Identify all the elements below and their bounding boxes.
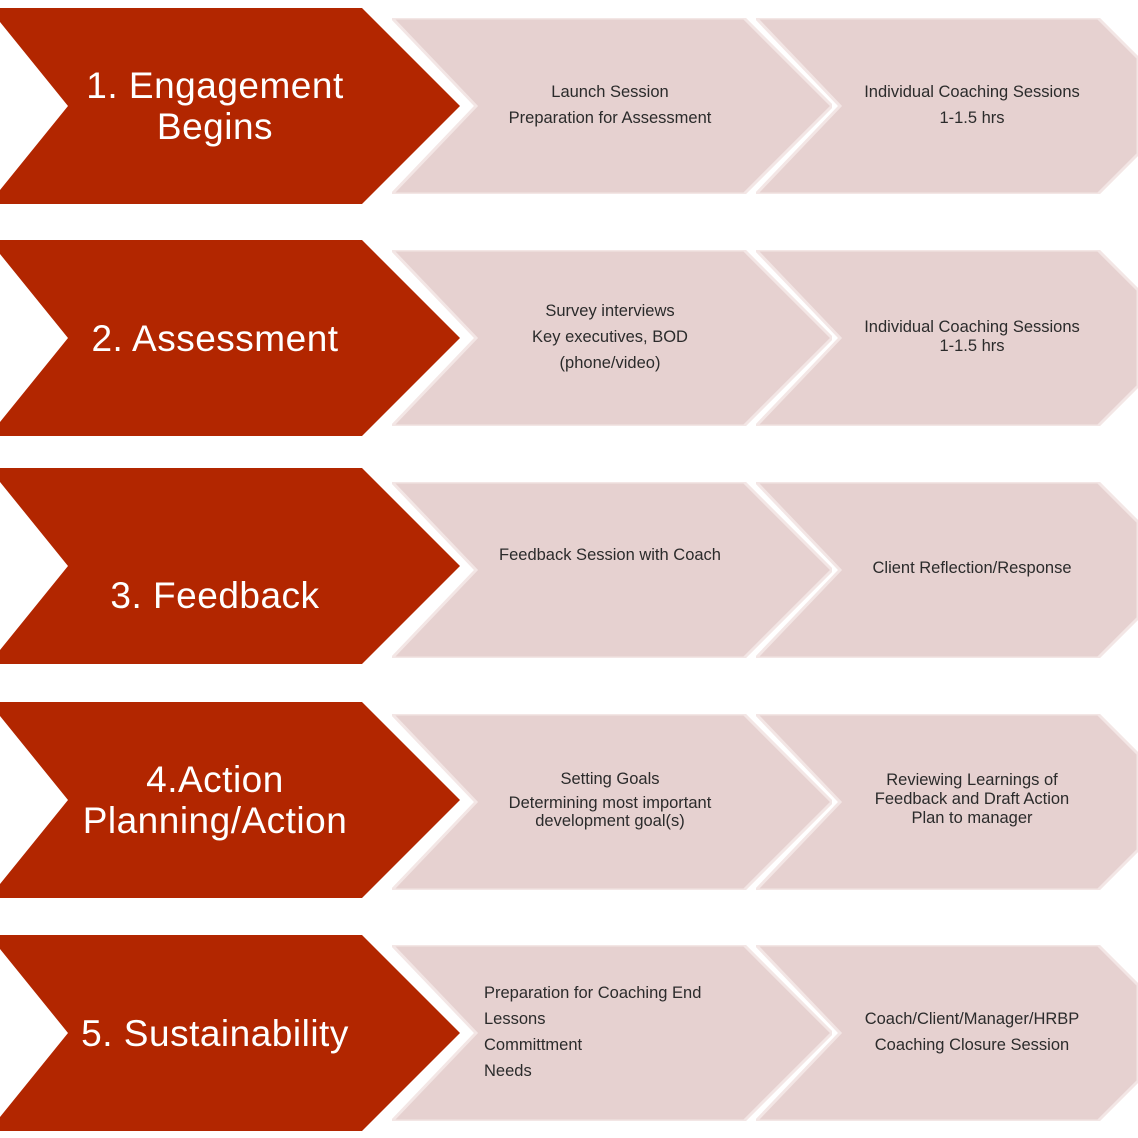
- stage-3-title: 3. Feedback: [0, 468, 430, 664]
- stage-1-step-3-line-2: 1-1.5 hrs: [939, 109, 1005, 127]
- stage-row-5: 5. Sustainability Preparation for Coachi…: [0, 935, 1138, 1131]
- stage-2-step-3-line-2: 1-1.5 hrs: [939, 337, 1005, 355]
- stage-1-step-3-line-1: Individual Coaching Sessions: [864, 83, 1080, 101]
- stage-2-step-2-line-3: (phone/video): [559, 354, 661, 372]
- stage-row-3: 3. Feedback Feedback Session with Coach …: [0, 468, 1138, 664]
- stage-4-chevron-shape: [0, 702, 460, 898]
- stage-4-step-2-chevron: [392, 714, 832, 890]
- stage-5-step-2-chevron: [392, 945, 832, 1121]
- stage-1-step-2-line-2: Preparation for Assessment: [508, 109, 712, 127]
- stage-5-step-3-line-2: Coaching Closure Session: [874, 1036, 1070, 1054]
- stage-5-step-3-chevron: [756, 945, 1138, 1121]
- stage-5-step-2-line-1: Preparation for Coaching End: [484, 984, 702, 1002]
- stage-5-step-3-text: Coach/Client/Manager/HRBP Coaching Closu…: [842, 1006, 1102, 1058]
- stage-4-step-2-line-3: development goal(s): [535, 812, 685, 830]
- stage-5-step-2-text: Preparation for Coaching End Lessons Com…: [484, 980, 744, 1084]
- stage-4-step-3-line-1: Reviewing Learnings of: [886, 771, 1058, 789]
- stage-4-title-line-1: 4.Action: [146, 759, 284, 800]
- stage-4-step-3-text: Reviewing Learnings of Feedback and Draf…: [842, 771, 1102, 828]
- stage-1-step-3-chevron: [756, 18, 1138, 194]
- stage-5-chevron-shape: [0, 935, 460, 1131]
- stage-2-step-2-line-2: Key executives, BOD: [532, 328, 688, 346]
- stage-3-step-2-text: Feedback Session with Coach: [472, 542, 748, 568]
- stage-3-step-2-chevron: [392, 482, 832, 658]
- stage-2-step-2-text: Survey interviews Key executives, BOD (p…: [472, 298, 748, 376]
- stage-5-step-2-line-2: Lessons: [484, 1010, 546, 1028]
- stage-2-step-3-text: Individual Coaching Sessions 1-1.5 hrs: [842, 318, 1102, 356]
- stage-1-step-2-chevron: [392, 18, 832, 194]
- stage-5-step-2-line-3: Committment: [484, 1036, 583, 1054]
- stage-4-title-line-2: Planning/Action: [82, 800, 348, 841]
- stage-2-title: 2. Assessment: [0, 240, 430, 436]
- stage-row-2: 2. Assessment Survey interviews Key exec…: [0, 240, 1138, 436]
- stage-3-step-3-text: Client Reflection/Response: [842, 555, 1102, 581]
- stage-2-chevron-shape: [0, 240, 460, 436]
- stage-5-step-3-line-1: Coach/Client/Manager/HRBP: [864, 1010, 1080, 1028]
- stage-4-step-2-line-1: Setting Goals: [560, 770, 660, 788]
- stage-2-step-3-line-1: Individual Coaching Sessions: [864, 318, 1080, 336]
- stage-5-title-line-1: 5. Sustainability: [81, 1012, 349, 1054]
- stage-1-step-2-line-1: Launch Session: [551, 83, 669, 101]
- stage-5-step-2-line-4: Needs: [484, 1062, 532, 1080]
- stage-5-title: 5. Sustainability: [0, 935, 430, 1131]
- stage-4-title: 4.Action Planning/Action: [0, 702, 430, 898]
- stage-1-step-3-text: Individual Coaching Sessions 1-1.5 hrs: [842, 79, 1102, 131]
- stage-2-step-2-line-1: Survey interviews: [545, 302, 675, 320]
- stage-4-step-3-line-3: Plan to manager: [911, 809, 1033, 827]
- stage-2-title-line-1: 2. Assessment: [91, 317, 339, 359]
- stage-4-step-3-chevron: [756, 714, 1138, 890]
- stage-1-step-2-text: Launch Session Preparation for Assessmen…: [472, 79, 748, 131]
- stage-row-4: 4.Action Planning/Action Setting Goals D…: [0, 702, 1138, 898]
- stage-1-chevron-shape: [0, 8, 460, 204]
- stage-4-step-2-line-2: Determining most important: [508, 794, 712, 812]
- stage-3-step-3-chevron: [756, 482, 1138, 658]
- stage-3-step-2-line-1: Feedback Session with Coach: [499, 546, 721, 564]
- stage-4-step-2-text: Setting Goals Determining most important…: [472, 768, 748, 832]
- stage-3-title-line-1: 3. Feedback: [110, 575, 320, 616]
- stage-1-title: 1. Engagement Begins: [0, 8, 430, 204]
- stage-3-chevron-shape: [0, 468, 460, 664]
- stage-2-step-2-chevron: [392, 250, 832, 426]
- stage-1-title-line-2: Begins: [156, 106, 274, 147]
- stage-row-1: 1. Engagement Begins Launch Session Prep…: [0, 8, 1138, 204]
- stage-4-step-3-line-2: Feedback and Draft Action: [874, 790, 1070, 808]
- stage-3-step-3-line-1: Client Reflection/Response: [872, 559, 1072, 577]
- stage-2-step-3-chevron: [756, 250, 1138, 426]
- stage-1-title-line-1: 1. Engagement: [86, 65, 344, 106]
